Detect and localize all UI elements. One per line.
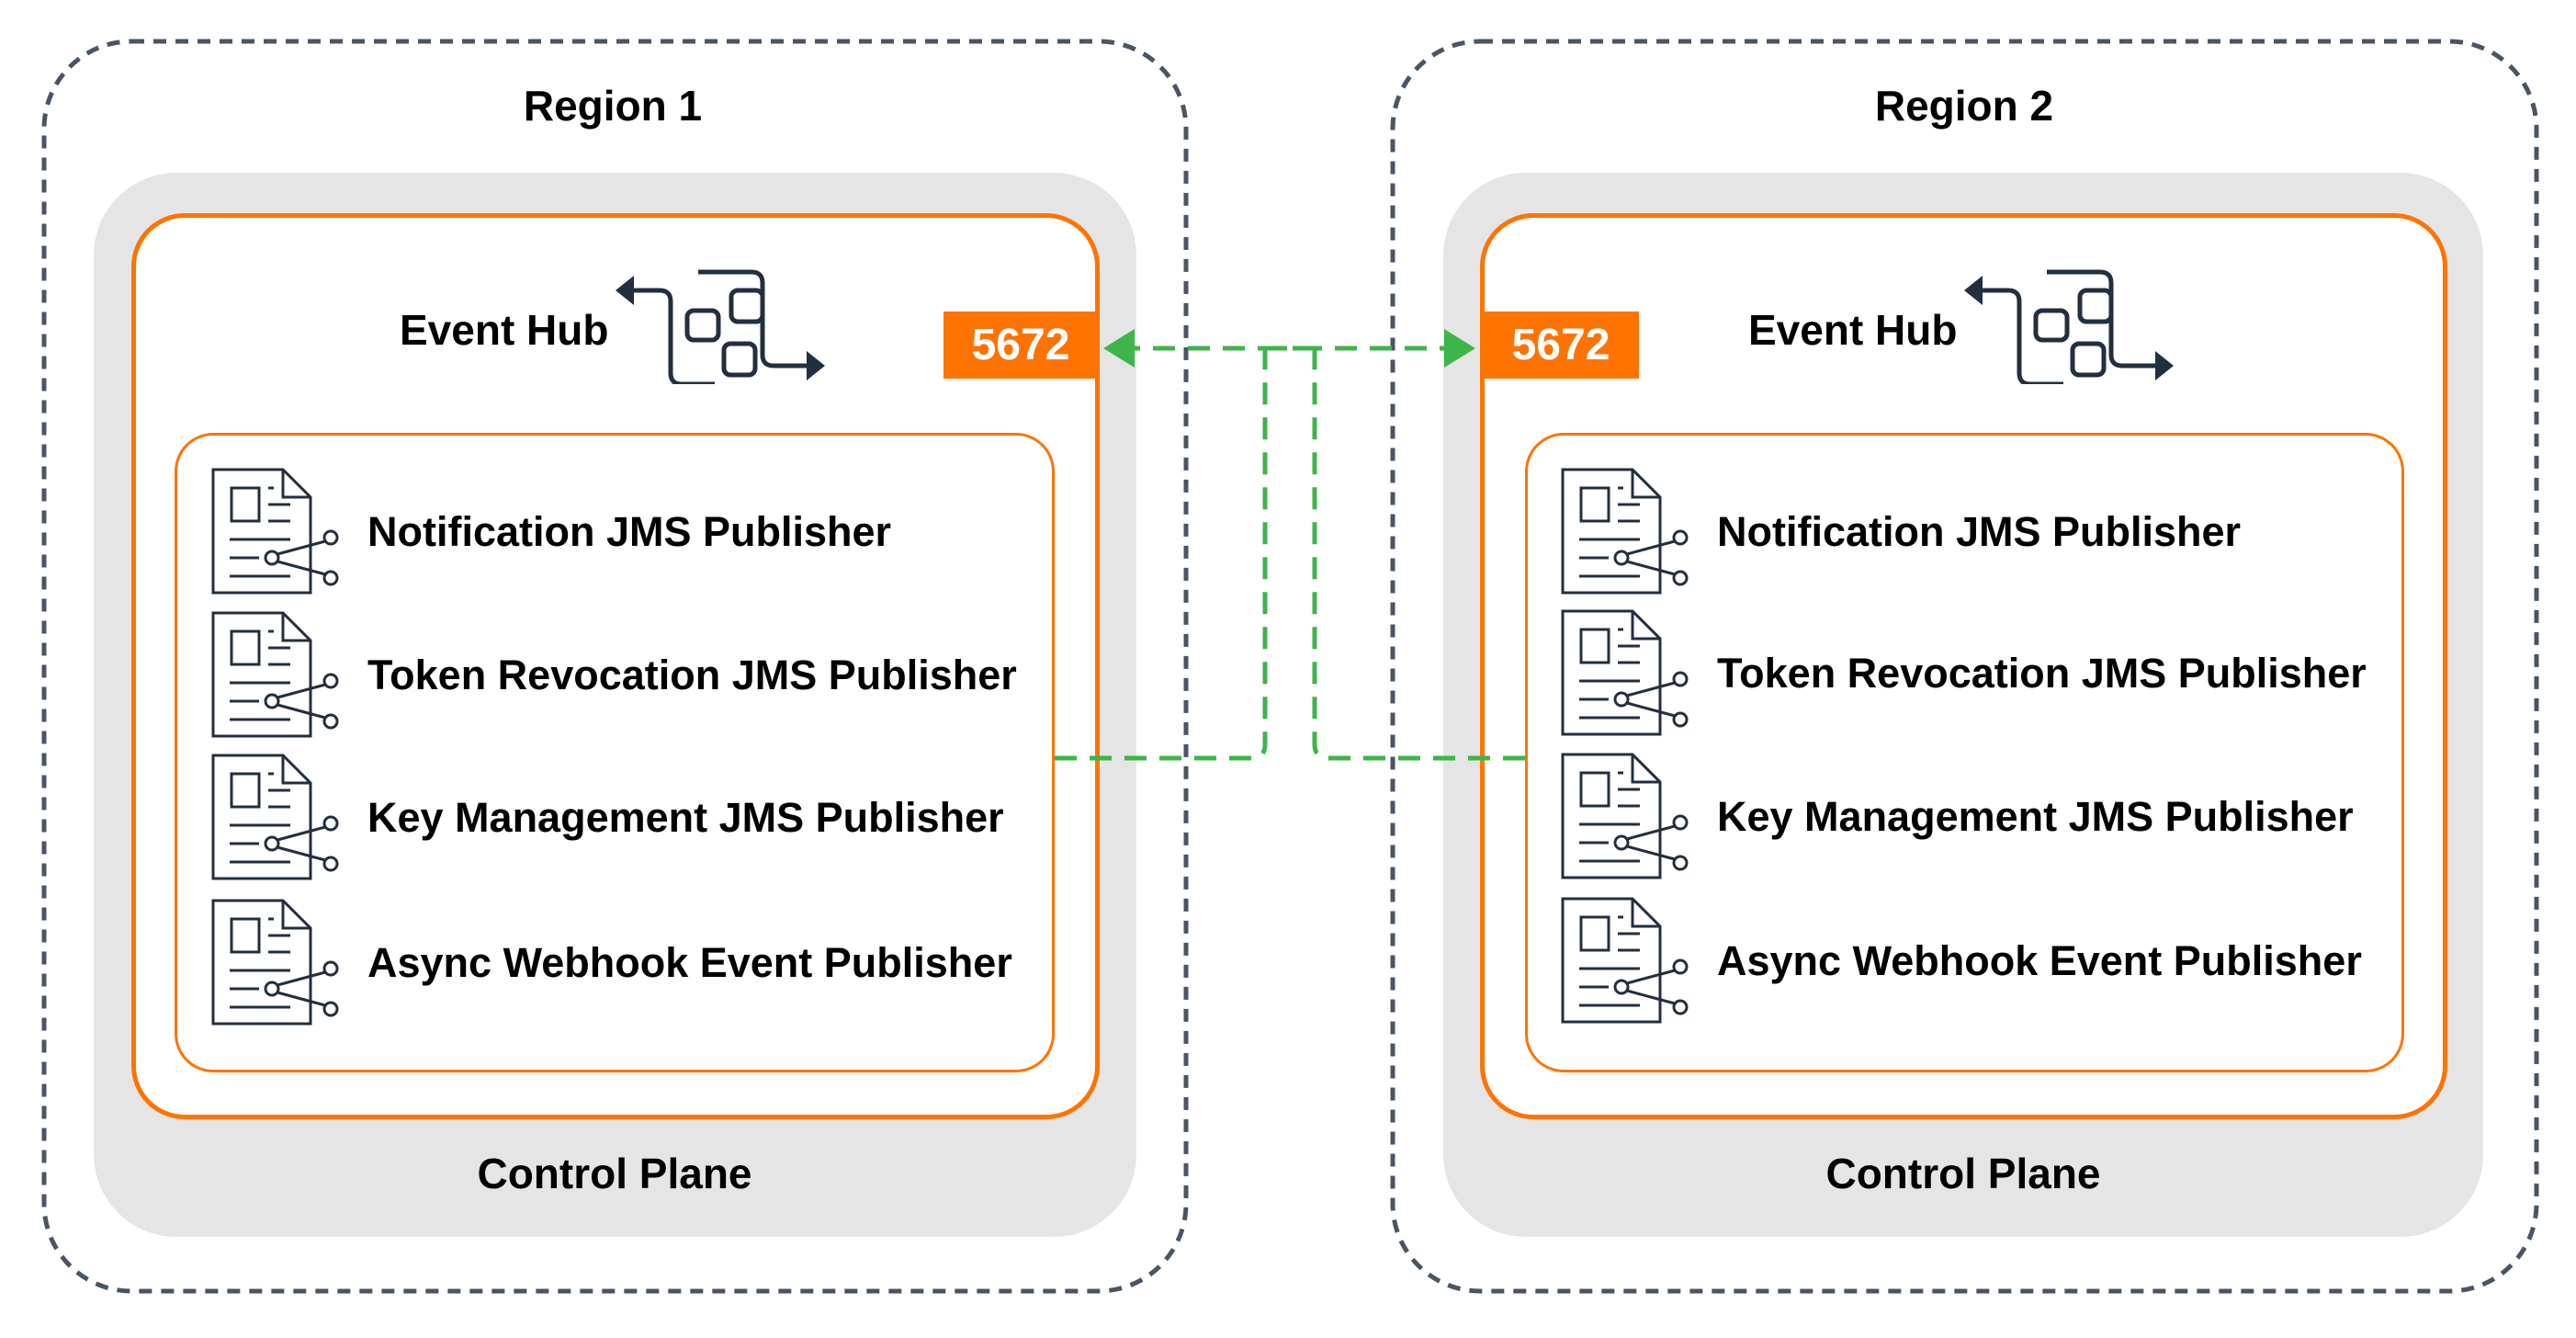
jms-publisher-icon (1561, 897, 1689, 1024)
port-badge: 5672 (943, 312, 1098, 379)
jms-publisher-icon (211, 754, 339, 880)
jms-publisher-icon (211, 468, 339, 595)
publishers-container (1525, 433, 2404, 1072)
publishers-container (175, 433, 1055, 1072)
publisher-label: Token Revocation JMS Publisher (367, 652, 1017, 698)
publisher-label: Notification JMS Publisher (1717, 508, 2242, 555)
region-2-border (1390, 39, 2539, 1294)
publisher-item: Async Webhook Event Publisher (1561, 897, 2362, 1026)
event-hub-label: Event Hub (1748, 306, 1958, 354)
publisher-item: Notification JMS Publisher (1561, 468, 2241, 596)
publisher-label: Async Webhook Event Publisher (1717, 937, 2362, 984)
publisher-item: Key Management JMS Publisher (1561, 753, 2354, 881)
publisher-item: Async Webhook Event Publisher (211, 899, 1012, 1027)
control-plane-label: Control Plane (1825, 1150, 2101, 1197)
publisher-label: Async Webhook Event Publisher (367, 939, 1012, 986)
publisher-item: Key Management JMS Publisher (211, 754, 1004, 882)
publisher-label: Key Management JMS Publisher (1717, 793, 2354, 840)
region-title: Region 2 (1874, 82, 2054, 130)
port-badge: 5672 (1483, 312, 1639, 379)
publisher-label: Token Revocation JMS Publisher (1717, 650, 2367, 697)
publisher-label: Key Management JMS Publisher (367, 794, 1004, 841)
event-hub-icon (616, 269, 825, 384)
control-plane-label: Control Plane (477, 1150, 752, 1197)
jms-publisher-icon (1561, 468, 1689, 595)
event-hub-label: Event Hub (400, 306, 609, 354)
jms-publisher-icon (211, 899, 339, 1026)
jms-publisher-icon (1561, 609, 1689, 736)
region-title: Region 1 (523, 82, 703, 130)
event-hub-icon (1964, 269, 2174, 384)
jms-publisher-icon (1561, 753, 1689, 879)
publisher-item: Token Revocation JMS Publisher (1561, 609, 2367, 738)
jms-publisher-icon (211, 611, 339, 738)
publisher-item: Token Revocation JMS Publisher (211, 611, 1017, 740)
publisher-item: Notification JMS Publisher (211, 468, 891, 596)
publisher-label: Notification JMS Publisher (367, 508, 892, 555)
